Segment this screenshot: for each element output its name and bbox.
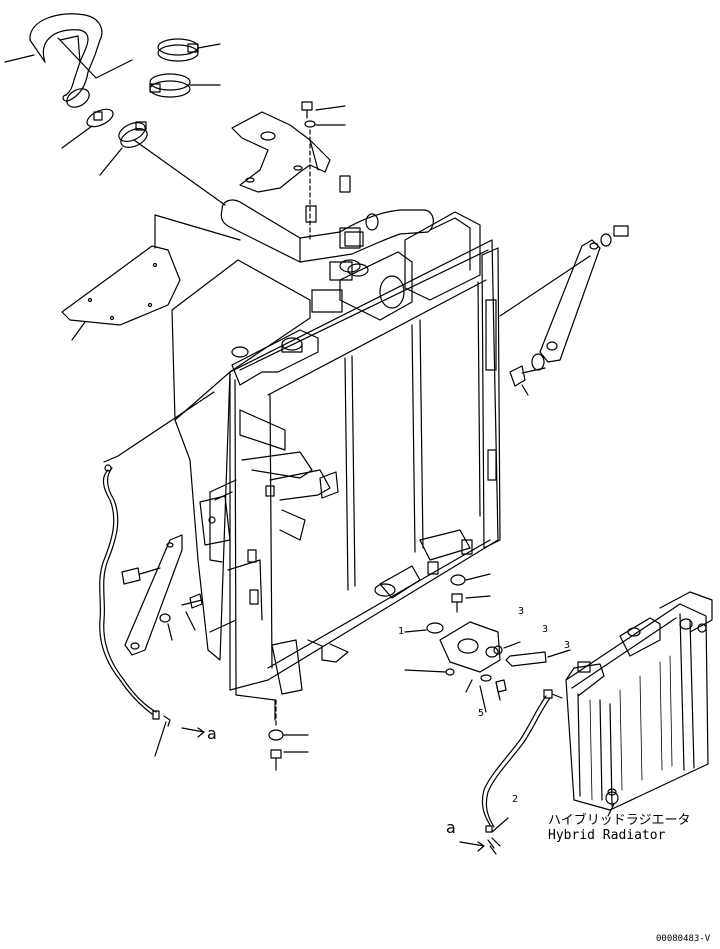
hybrid-radiator-illustration xyxy=(565,591,713,817)
connection-label-a-left: a xyxy=(207,724,217,743)
radiator-assembly xyxy=(171,175,501,721)
caption-english: Hybrid Radiator xyxy=(548,828,666,843)
callout-number-2: 2 xyxy=(512,794,519,805)
callout-number-5: 5 xyxy=(478,708,485,719)
upper-hose xyxy=(4,13,103,108)
hose-clamp-small-1 xyxy=(61,108,114,149)
stay-bracket xyxy=(499,225,629,396)
caption-japanese: ハイブリッドラジエータ xyxy=(548,813,691,828)
connection-label-a-right: a xyxy=(446,818,456,837)
hybrid-drain-hose xyxy=(459,689,563,855)
callout-number-3-middle: 3 xyxy=(542,624,549,635)
callout-number-3-right: 3 xyxy=(564,640,571,651)
drain-hose xyxy=(99,391,215,757)
callout-number-1: 1 xyxy=(398,626,405,637)
drawing-code: 00080483-V xyxy=(656,934,711,944)
hose-clamp-small-2 xyxy=(99,121,148,176)
bottom-fasteners xyxy=(268,699,309,771)
hose-clamp-upper xyxy=(157,38,221,62)
shroud-cover-plate xyxy=(61,214,241,341)
drain-valve xyxy=(404,573,571,713)
lower-stay xyxy=(121,491,233,656)
callout-number-3-top: 3 xyxy=(518,606,525,617)
top-bracket xyxy=(231,111,331,193)
hose-clamp-lower xyxy=(149,73,221,98)
